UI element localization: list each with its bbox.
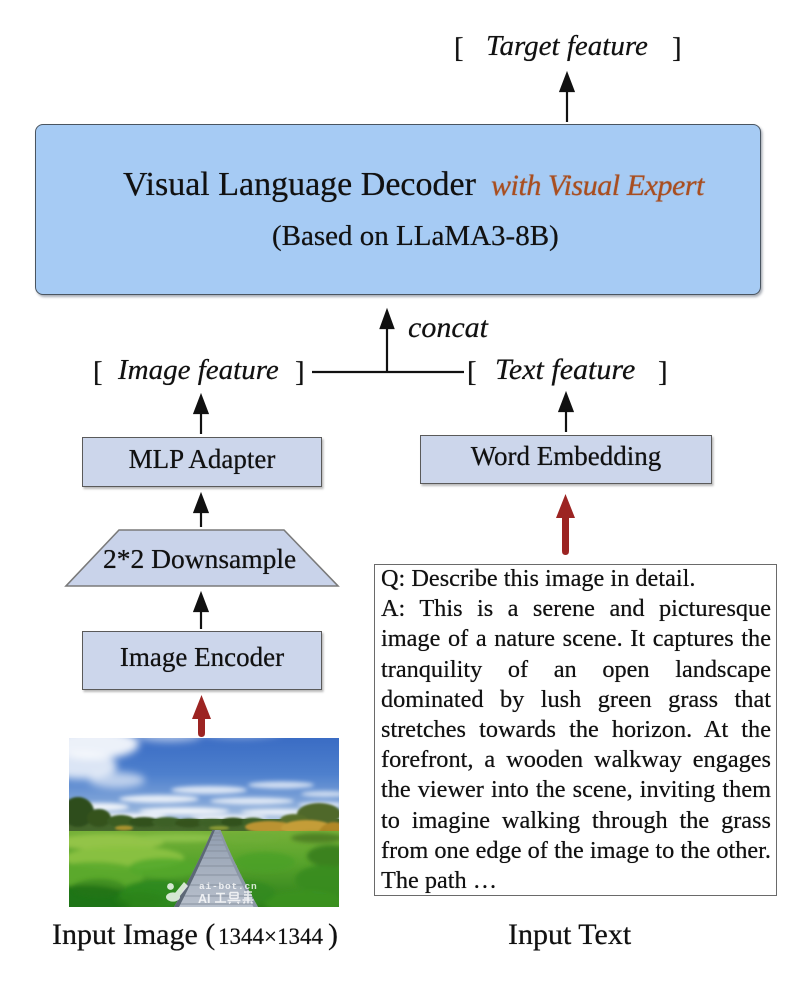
svg-text:AI: AI bbox=[198, 892, 211, 906]
svg-text:ai-bot.cn: ai-bot.cn bbox=[199, 881, 258, 892]
